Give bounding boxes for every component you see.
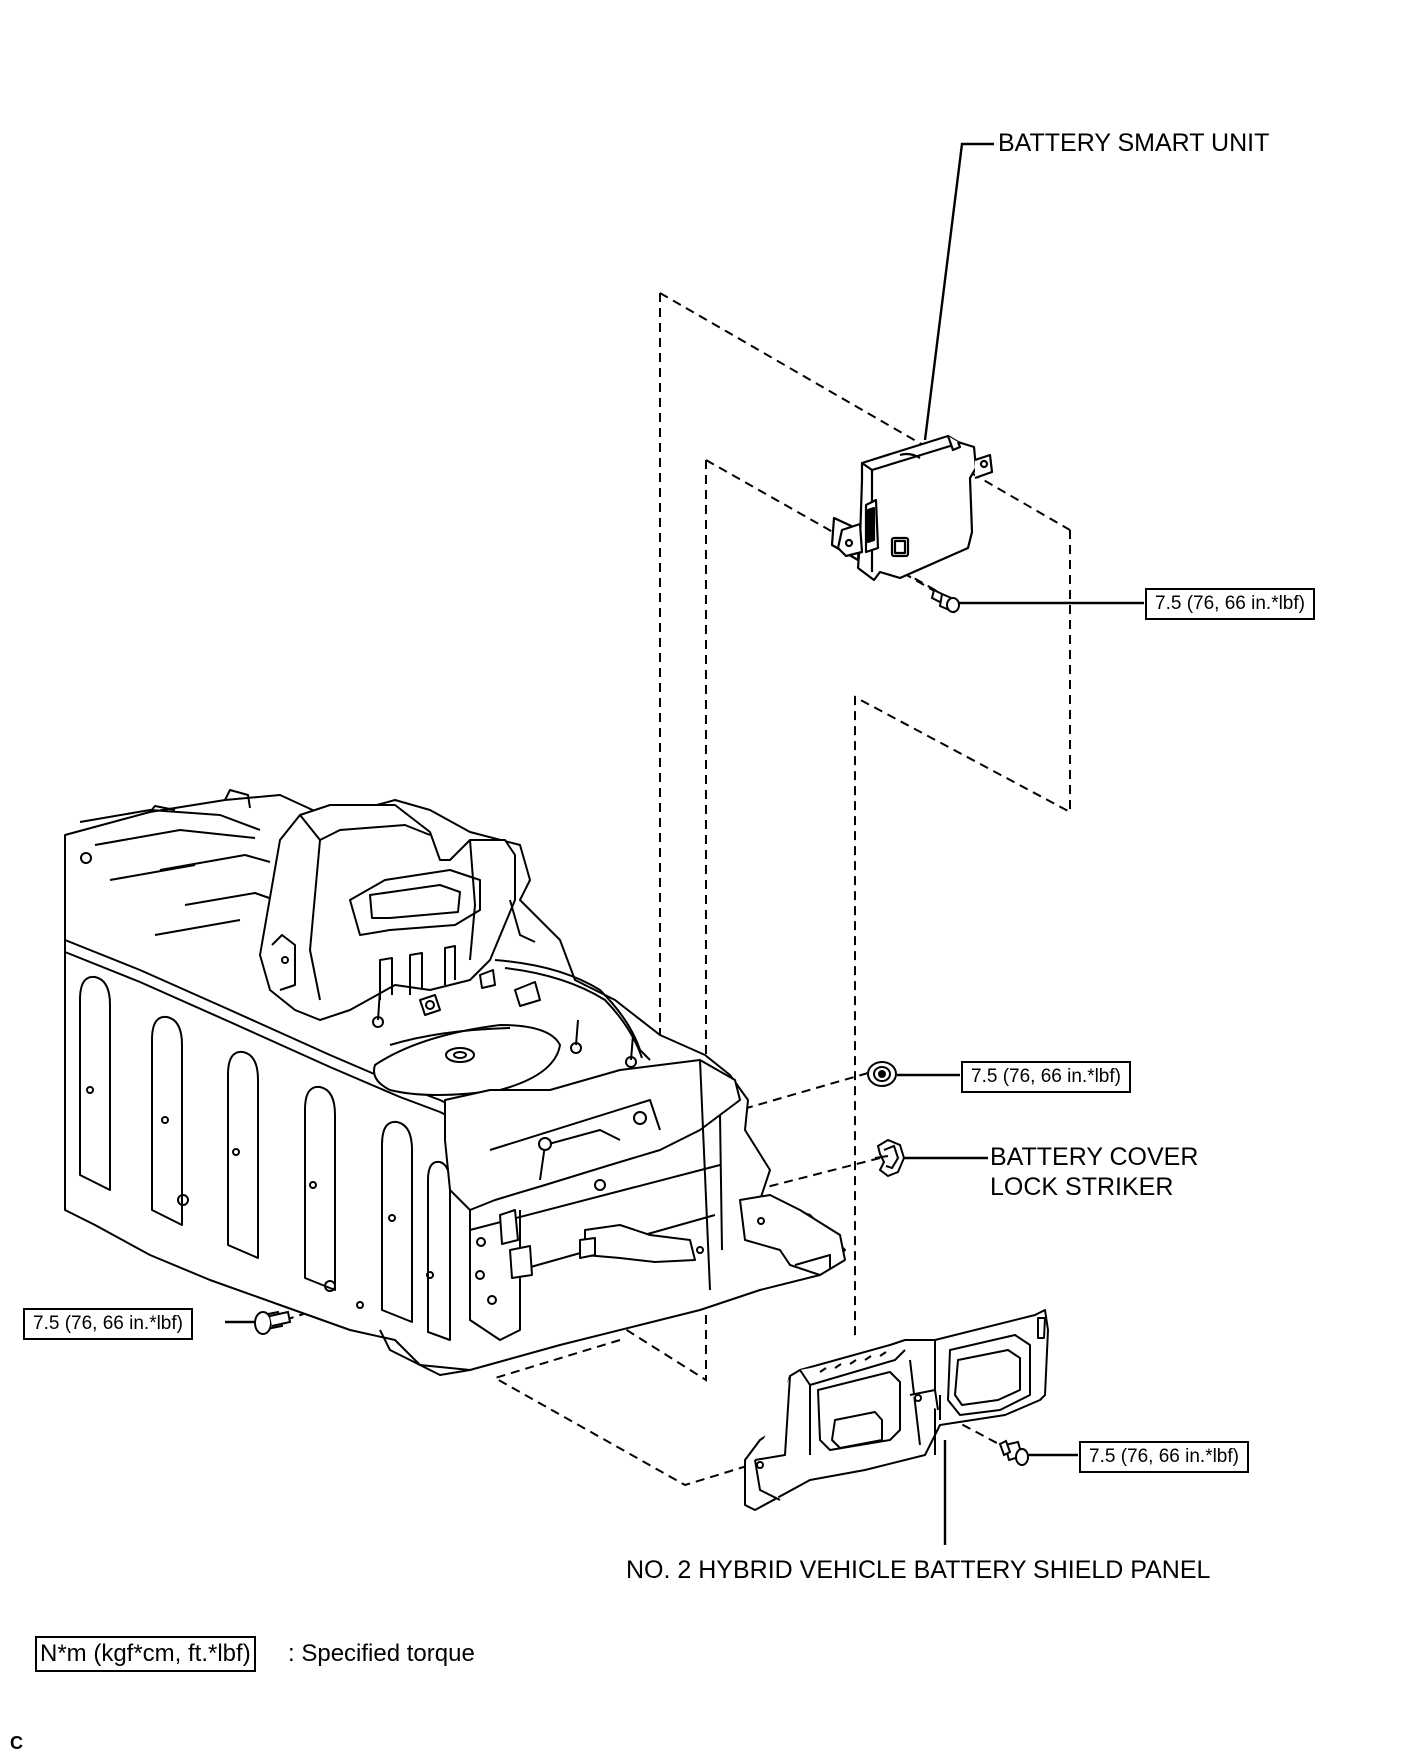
- battery-cover-lock-striker-label-line2: LOCK STRIKER: [990, 1173, 1174, 1201]
- shield-panel-drawing: [744, 1309, 1049, 1511]
- torque-legend-unit-box: N*m (kgf*cm, ft.*lbf): [35, 1636, 256, 1672]
- battery-cover-lock-striker-label-line1: BATTERY COVER: [990, 1143, 1199, 1171]
- figure-code: C: [10, 1733, 23, 1753]
- battery-cover-lock-striker-label: BATTERY COVER LOCK STRIKER: [990, 1142, 1198, 1202]
- left-bolt-drawing: [254, 1310, 292, 1335]
- torque-callout-smart-unit-bolt: 7.5 (76, 66 in.*lbf): [1145, 588, 1315, 620]
- shield-panel-bolt-drawing: [998, 1439, 1029, 1466]
- battery-smart-unit-drawing: [830, 434, 994, 582]
- leader-lines: [225, 142, 1144, 1545]
- nut-drawing: [867, 1061, 897, 1087]
- battery-pack-drawing: [64, 789, 846, 1376]
- torque-callout-left-bolt: 7.5 (76, 66 in.*lbf): [23, 1308, 193, 1340]
- smart-unit-bolt-drawing: [930, 588, 960, 614]
- lock-striker-drawing: [874, 1138, 906, 1178]
- torque-legend-description: : Specified torque: [288, 1640, 475, 1667]
- battery-smart-unit-label: BATTERY SMART UNIT: [998, 129, 1270, 157]
- shield-panel-label: NO. 2 HYBRID VEHICLE BATTERY SHIELD PANE…: [626, 1556, 1211, 1584]
- torque-callout-shield-panel-bolt: 7.5 (76, 66 in.*lbf): [1079, 1441, 1249, 1473]
- torque-callout-nut: 7.5 (76, 66 in.*lbf): [961, 1061, 1131, 1093]
